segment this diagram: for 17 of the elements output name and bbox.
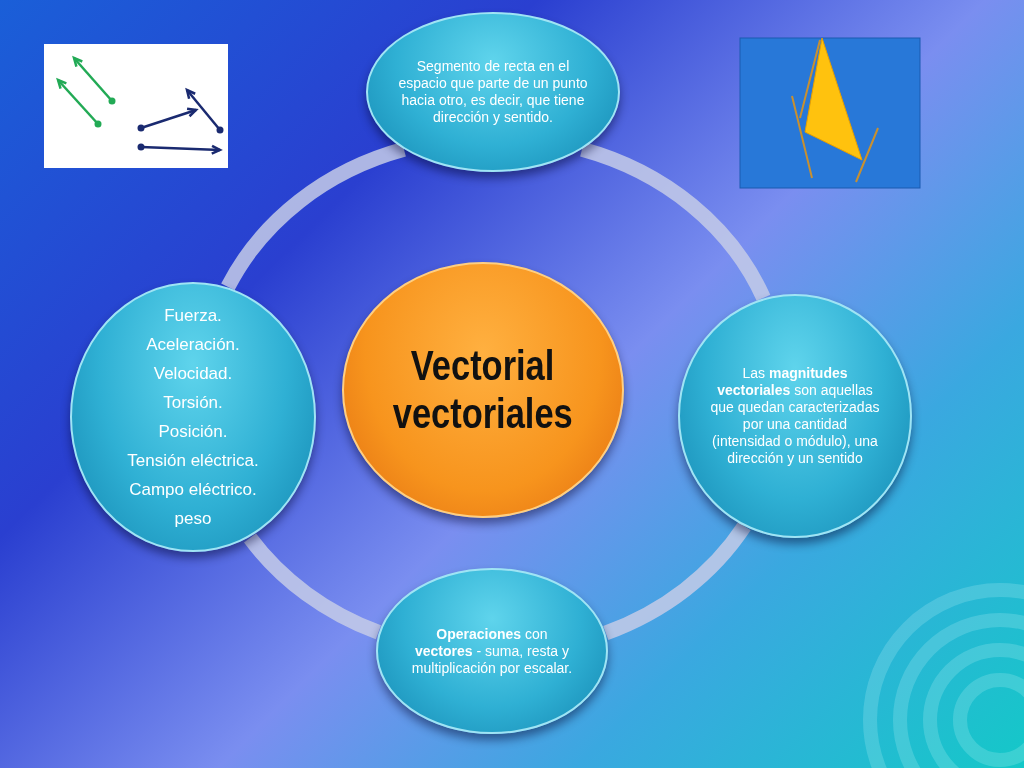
node-text: Fuerza. [164,305,222,327]
node-text: Tensión eléctrica. [127,450,259,472]
node-text: Campo eléctrico. [129,479,257,501]
node-text: Aceleración. [146,334,240,356]
node-text: Torsión. [163,392,223,414]
ring-connector [602,521,751,640]
ring-connector [244,533,382,640]
node-text: Las magnitudes vectoriales son aquellas que quedan caracterizadas por una cantidad (intensidad o módulo), una dirección y un sentido [710,365,880,467]
node-text: Posición. [158,421,228,443]
node-text: Velocidad. [153,363,233,385]
node-text: Operaciones con vectores - suma, resta y multiplicación por escalar. [410,625,574,677]
node-text: peso [174,508,212,530]
node-text: Segmento de recta en el espacio que parte de un punto hacia otro, es decir, que tiene dirección y sentido. [397,58,589,126]
ring-connector [221,142,407,291]
title-text: vectoriales [393,390,573,438]
ring-connector [579,142,771,302]
title-text: Vectorial [411,342,555,390]
